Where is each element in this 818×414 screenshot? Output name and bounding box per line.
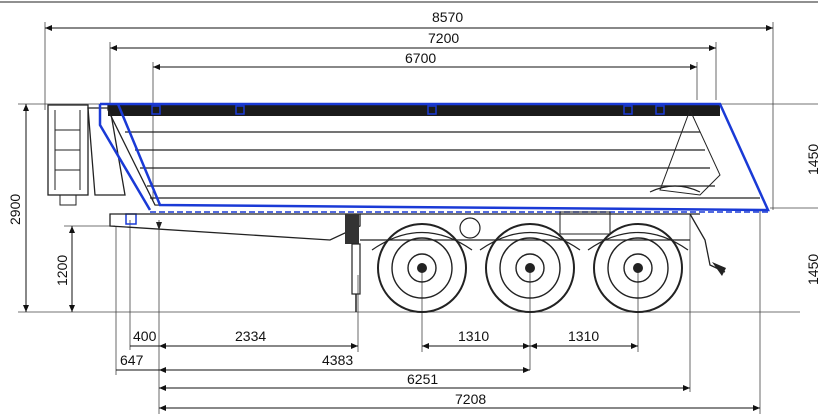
label-400: 400	[133, 328, 157, 344]
dimension-overall-length: 8570	[44, 9, 774, 210]
label-1200: 1200	[54, 255, 70, 286]
dimension-1310-a: 1310	[421, 268, 531, 370]
trailer-illustration	[47, 102, 770, 313]
label-1310-a: 1310	[458, 328, 489, 344]
dimension-frame-height: 1200	[54, 225, 115, 312]
dimension-2334: 2334	[159, 275, 359, 352]
tipper-highlight-outline	[98, 102, 770, 225]
dump-body	[107, 103, 770, 211]
dimension-overall-height: 2900	[7, 103, 800, 313]
dimension-400: 400	[129, 220, 160, 414]
label-647: 647	[120, 352, 144, 368]
label-4383: 4383	[322, 352, 353, 368]
dimension-6251: 6251	[159, 215, 691, 392]
label-1450-upper: 1450	[805, 144, 818, 175]
dimension-body-inner-length: 6700	[152, 50, 698, 200]
label-7208: 7208	[455, 391, 486, 407]
label-1310-b: 1310	[568, 328, 599, 344]
dimension-upper-height: 1450	[720, 103, 818, 209]
label-7200: 7200	[428, 30, 459, 46]
label-2334: 2334	[235, 328, 266, 344]
label-1450-lower: 1450	[805, 254, 818, 285]
wheel-1	[377, 223, 467, 313]
label-6700: 6700	[405, 50, 436, 66]
wheel-2	[485, 223, 575, 313]
dimension-lower-height: 1450	[805, 254, 818, 285]
dimension-4383: 4383	[159, 352, 530, 373]
chassis-frame	[109, 211, 726, 312]
fenders	[371, 232, 689, 251]
dimension-7208: 7208	[159, 210, 761, 414]
label-6251: 6251	[407, 371, 438, 387]
wheel-3	[593, 223, 683, 313]
label-8570: 8570	[432, 9, 463, 25]
dimension-647: 647	[115, 226, 159, 375]
dimension-1310-b: 1310	[530, 268, 639, 352]
front-ladder	[47, 104, 126, 206]
label-2900: 2900	[7, 194, 23, 225]
dimension-body-length: 7200	[109, 30, 717, 105]
kingpin-marker	[156, 222, 162, 230]
